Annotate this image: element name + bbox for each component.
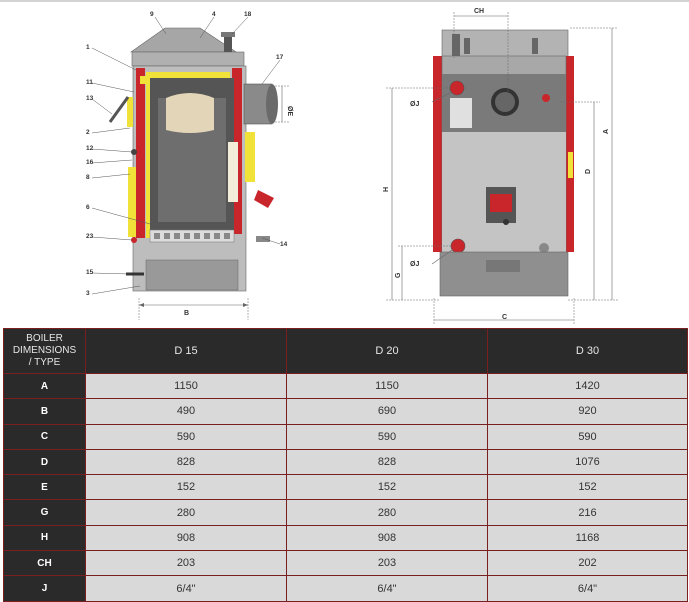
boiler-drawings: B ØE 9 4 18 1 17 11 <box>86 8 618 324</box>
table-cell: 152 <box>85 474 287 501</box>
callout-18: 18 <box>244 11 252 18</box>
table-cell: 828 <box>85 448 287 476</box>
callout-16: 16 <box>86 159 94 166</box>
table-row: A 1150 1150 1420 <box>3 372 688 400</box>
dim-label-d: D <box>585 169 592 174</box>
table-cell: 920 <box>487 398 688 425</box>
table-cell: 590 <box>286 423 488 450</box>
table-row: G 280 280 216 <box>3 499 688 526</box>
dim-label-g: G <box>395 272 402 278</box>
dim-label-h: H <box>383 187 390 192</box>
header-d30: D 30 <box>487 328 688 374</box>
table-cell: 6/4" <box>85 575 287 602</box>
row-label: H <box>3 524 86 552</box>
table-cell: 908 <box>286 524 488 552</box>
header-boiler-dimensions-type: BOILER DIMENSIONS / TYPE <box>3 328 86 374</box>
table-cell: 1168 <box>487 524 688 552</box>
table-cell: 202 <box>487 550 688 577</box>
table-row: CH 203 203 202 <box>3 550 688 577</box>
dim-label-c: C <box>502 314 507 321</box>
table-header-row: BOILER DIMENSIONS / TYPE D 15 D 20 D 30 <box>3 328 688 374</box>
callout-17: 17 <box>276 54 284 61</box>
table-cell: 1150 <box>286 372 488 400</box>
callout-1: 1 <box>86 44 90 51</box>
table-cell: 690 <box>286 398 488 425</box>
table-cell: 1420 <box>487 372 688 400</box>
table-row: J 6/4" 6/4" 6/4" <box>3 575 688 602</box>
row-label: D <box>3 448 86 476</box>
header-d15: D 15 <box>85 328 287 374</box>
table-cell: 6/4" <box>286 575 488 602</box>
table-cell: 280 <box>286 499 488 526</box>
callout-14: 14 <box>280 241 288 248</box>
table-cell: 280 <box>85 499 287 526</box>
dim-label-j-top: ØJ <box>410 101 419 108</box>
row-label: CH <box>3 550 86 577</box>
row-label: A <box>3 372 86 400</box>
table-cell: 590 <box>487 423 688 450</box>
front-view: CH ØJ ØJ H G D A C <box>383 8 618 324</box>
row-label: J <box>3 575 86 602</box>
callout-23: 23 <box>86 233 94 240</box>
table-cell: 828 <box>286 448 488 476</box>
row-label: B <box>3 398 86 425</box>
callout-15: 15 <box>86 269 94 276</box>
dimensions-table: BOILER DIMENSIONS / TYPE D 15 D 20 D 30 … <box>3 328 688 602</box>
dim-label-a: A <box>603 129 610 134</box>
section-view: B ØE 9 4 18 1 17 11 <box>86 11 293 320</box>
row-label: C <box>3 423 86 450</box>
dim-label-b: B <box>184 310 189 317</box>
callout-3: 3 <box>86 290 90 297</box>
table-cell: 908 <box>85 524 287 552</box>
table-cell: 203 <box>85 550 287 577</box>
dim-label-j-bottom: ØJ <box>410 261 419 268</box>
table-row: B 490 690 920 <box>3 398 688 425</box>
callout-12: 12 <box>86 145 94 152</box>
table-cell: 152 <box>487 474 688 501</box>
table-cell: 6/4" <box>487 575 688 602</box>
header-d20: D 20 <box>286 328 488 374</box>
table-cell: 1150 <box>85 372 287 400</box>
callout-9: 9 <box>150 11 154 18</box>
table-row: C 590 590 590 <box>3 423 688 450</box>
callout-11: 11 <box>86 79 93 86</box>
table-row: E 152 152 152 <box>3 474 688 501</box>
table-cell: 590 <box>85 423 287 450</box>
callout-13: 13 <box>86 95 94 102</box>
callout-8: 8 <box>86 174 90 181</box>
header-line: BOILER DIMENSIONS / TYPE <box>12 333 77 368</box>
callout-6: 6 <box>86 204 90 211</box>
callout-4: 4 <box>212 11 216 18</box>
table-cell: 490 <box>85 398 287 425</box>
table-cell: 216 <box>487 499 688 526</box>
table-cell: 1076 <box>487 448 688 476</box>
row-label: G <box>3 499 86 526</box>
table-row: H 908 908 1168 <box>3 524 688 552</box>
table-row: D 828 828 1076 <box>3 448 688 476</box>
table-cell: 152 <box>286 474 488 501</box>
dim-label-e: ØE <box>286 106 293 116</box>
callout-2: 2 <box>86 129 90 136</box>
row-label: E <box>3 474 86 501</box>
top-divider <box>0 0 689 2</box>
dim-label-ch: CH <box>474 8 484 15</box>
table-cell: 203 <box>286 550 488 577</box>
